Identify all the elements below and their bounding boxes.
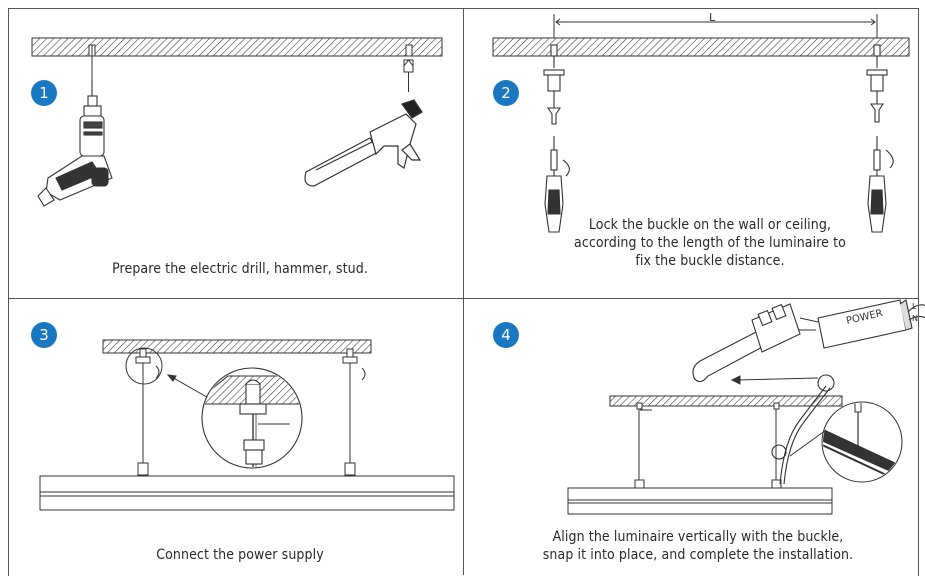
connector-detail-zoom — [821, 401, 903, 483]
step-2-caption-line-3: fix the buckle distance. — [635, 253, 785, 269]
grid-divider-horizontal — [8, 298, 919, 299]
ceiling-slab-4 — [609, 395, 843, 407]
step-badge-2: 2 — [493, 80, 519, 106]
stud-icon — [403, 59, 414, 92]
cable-arrow-4 — [730, 375, 819, 385]
electric-drill-icon — [37, 80, 113, 207]
suspension-wires-4 — [634, 402, 782, 489]
wire-l-label: L — [912, 302, 917, 311]
wire-n-label: N — [912, 314, 918, 323]
suspension-wires-3 — [135, 348, 366, 476]
power-cable — [771, 374, 835, 485]
buckle-assembly-right — [866, 44, 894, 233]
step-1-caption: Prepare the electric drill, hammer, stud… — [112, 261, 368, 277]
step-2-caption-line-1: Lock the buckle on the wall or ceiling, — [588, 217, 832, 233]
detail-arrow-3 — [166, 374, 213, 401]
grid-divider-vertical — [463, 8, 464, 575]
hammer-icon — [304, 99, 423, 187]
drill-hole-right — [405, 44, 413, 57]
ceiling-slab-1 — [31, 37, 443, 57]
ceiling-slab-2 — [492, 37, 910, 57]
step-4-caption: Align the luminaire vertically with the … — [480, 528, 916, 564]
luminaire-bar-4 — [567, 487, 833, 515]
ceiling-slab-3 — [102, 339, 372, 354]
step-badge-4: 4 — [493, 322, 519, 348]
step-2-caption: Lock the buckle on the wall or ceiling, … — [560, 216, 860, 270]
distance-dimension — [553, 14, 878, 38]
step-badge-1: 1 — [31, 80, 57, 106]
detail-marker-3 — [125, 347, 163, 385]
buckle-detail-zoom — [201, 367, 303, 469]
step-badge-3: 3 — [31, 322, 57, 348]
buckle-assembly-left — [543, 44, 570, 233]
step-4-caption-line-1: Align the luminaire vertically with the … — [552, 529, 844, 545]
step-2-caption-line-2: according to the length of the luminaire… — [574, 235, 846, 251]
terminal-block-icon — [692, 303, 819, 383]
step-4-caption-line-2: snap it into place, and complete the ins… — [542, 547, 854, 563]
step-3-caption: Connect the power supply — [156, 547, 324, 563]
luminaire-bar-3 — [39, 475, 455, 511]
distance-label: L — [709, 11, 716, 24]
